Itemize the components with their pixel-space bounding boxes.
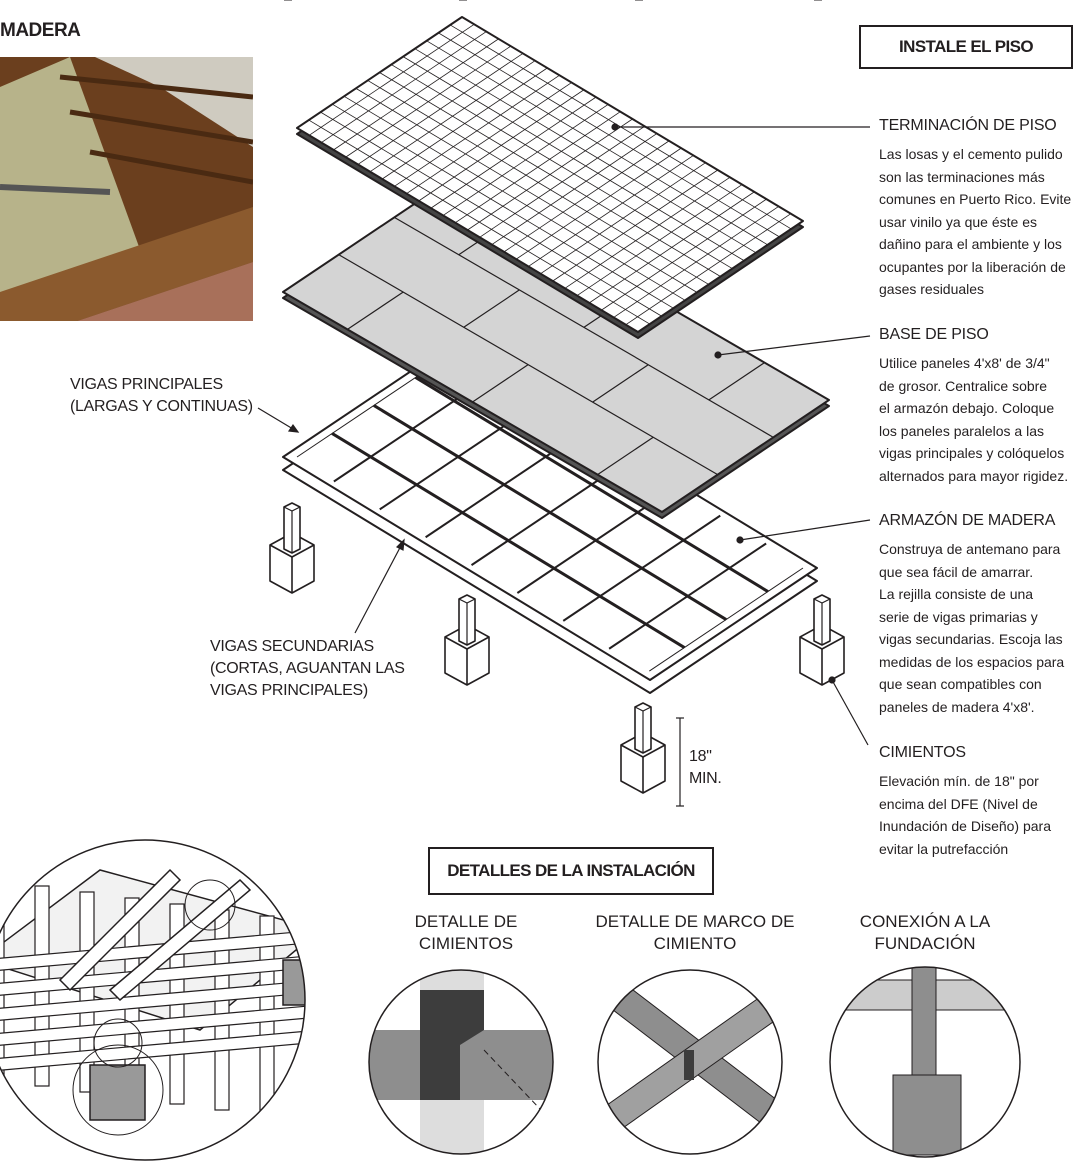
detail-circle-frame <box>597 969 783 1155</box>
detail-circle-foundation <box>368 969 554 1155</box>
deck-photo-illustration <box>0 57 253 321</box>
callout-body: Las losas y el cemento pulido son las te… <box>879 146 1072 297</box>
detail-circle-connection <box>829 966 1021 1158</box>
post-footing <box>444 0 490 686</box>
secondary-beams-label: VIGAS SECUNDARIAS (CORTAS, AGUANTAN LAS … <box>210 638 405 699</box>
deck-photo <box>0 57 253 321</box>
callout-subfloor: BASE DE PISO Utilice paneles 4'x8' de 3/4… <box>879 326 1068 487</box>
detail-frame-title: DETALLE DE MARCO DE CIMIENTO <box>595 912 795 953</box>
section-title: MADERA <box>0 20 81 41</box>
post-footing <box>799 0 845 686</box>
foundation-posts <box>269 0 845 794</box>
height-label: 18" MIN. <box>689 748 722 787</box>
detail-foundation-title: DETALLE DE CIMIENTOS <box>414 912 518 953</box>
callout-heading: TERMINACIÓN DE PISO <box>879 117 1057 134</box>
post-footing <box>269 0 315 594</box>
callout-body: Elevación mín. de 18" por encima del DFE… <box>879 773 1052 857</box>
callout-floor-finish: TERMINACIÓN DE PISO Las losas y el cement… <box>879 117 1071 301</box>
detail-connection-title: CONEXIÓN A LA FUNDACIÓN <box>859 912 991 953</box>
subfloor-panels <box>282 179 830 519</box>
main-beams-label: VIGAS PRINCIPALES (LARGAS Y CONTINUAS) <box>70 376 253 415</box>
callout-heading: CIMIENTOS <box>879 744 966 761</box>
callout-body: Construya de antemano para que sea fácil… <box>879 541 1065 715</box>
wood-frame <box>282 344 818 694</box>
callout-body: Utilice paneles 4'x8' de 3/4" de grosor.… <box>879 355 1069 484</box>
callout-heading: ARMAZÓN DE MADERA <box>879 512 1056 529</box>
installation-details-label: DETALLES DE LA INSTALACIÓN <box>428 847 714 895</box>
leader-lines <box>257 123 871 807</box>
roof-frame-detail-circle <box>0 839 306 1161</box>
post-footing <box>620 0 666 794</box>
callout-heading: BASE DE PISO <box>879 326 989 343</box>
floor-finish-tiles <box>296 16 804 339</box>
callout-foundations: CIMIENTOS Elevación mín. de 18" por encim… <box>879 744 1051 860</box>
callout-wood-frame: ARMAZÓN DE MADERA Construya de antemano p… <box>879 512 1064 718</box>
install-floor-label: INSTALE EL PISO <box>859 25 1073 69</box>
